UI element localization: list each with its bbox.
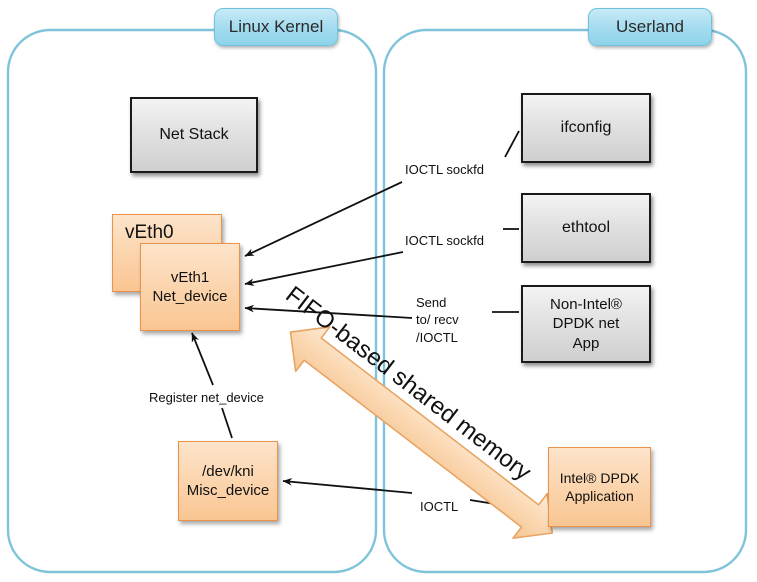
- edge-ethtool-to-veth1-tail: [244, 251, 404, 286]
- box-ethtool[interactable]: ethtool: [521, 193, 651, 263]
- edge-devkni-to-veth1-upper: [191, 332, 214, 386]
- edge-nonintel-to-veth1-tail: [244, 304, 413, 319]
- edge-dpdkapp-to-devkni-head: [282, 478, 413, 494]
- edge-ifconfig-to-veth1-tail: [244, 181, 403, 257]
- box-non-intel-line-3: App: [572, 334, 600, 352]
- box-veth0-line-1: vEth0: [125, 222, 174, 243]
- edge-label-send-recv-ioctl: Send to/ recv /IOCTL: [416, 294, 459, 347]
- edge-label-send-recv-ioctl-line-3: /IOCTL: [416, 329, 458, 345]
- banner-arrow-fifo-shared-memory: [289, 326, 554, 539]
- zone-outline-userland: [382, 28, 748, 574]
- box-dev-kni-misc-device[interactable]: /dev/kni Misc_device: [178, 441, 278, 521]
- box-ifconfig-line-1: ifconfig: [560, 118, 612, 136]
- edge-label-send-recv-ioctl-line-2: to/ recv: [416, 312, 459, 328]
- box-non-intel-line-2: DPDK net: [552, 315, 620, 333]
- edge-ifconfig-to-veth1: [504, 130, 520, 158]
- zone-label-linux-kernel: Linux Kernel: [214, 8, 338, 46]
- box-intel-dpdk-line-2: Application: [565, 488, 634, 504]
- box-veth1-line-2: Net_device: [152, 288, 228, 305]
- edge-label-register-net-device: Register net_device: [149, 389, 264, 407]
- box-dev-kni-line-2: Misc_device: [186, 482, 270, 499]
- box-ethtool-line-1: ethtool: [561, 218, 611, 236]
- box-veth1-line-1: vEth1: [170, 268, 210, 286]
- box-veth1-net-device[interactable]: vEth1 Net_device: [140, 243, 240, 331]
- box-net-stack-line-1: Net Stack: [159, 125, 229, 143]
- zone-label-userland: Userland: [588, 8, 712, 46]
- box-net-stack[interactable]: Net Stack: [130, 97, 258, 173]
- box-dev-kni-line-1: /dev/kni: [202, 462, 254, 480]
- box-intel-dpdk-application[interactable]: Intel® DPDK Application: [548, 447, 651, 527]
- box-non-intel-dpdk-net-app[interactable]: Non-Intel® DPDK net App: [521, 285, 651, 363]
- edge-label-ioctl-bottom: IOCTL: [420, 498, 459, 516]
- edge-label-send-recv-ioctl-line-1: Send: [416, 295, 447, 310]
- box-ifconfig[interactable]: ifconfig: [521, 93, 651, 163]
- box-intel-dpdk-line-1: Intel® DPDK: [559, 469, 640, 486]
- box-non-intel-line-1: Non-Intel®: [550, 296, 622, 314]
- edge-label-ioctl-sockfd-ethtool: IOCTL sockfd: [405, 232, 484, 250]
- edge-devkni-to-veth1-lower: [221, 407, 233, 439]
- zone-outline-kernel: [6, 28, 378, 574]
- edge-label-ioctl-sockfd-ifconfig: IOCTL sockfd: [405, 161, 484, 179]
